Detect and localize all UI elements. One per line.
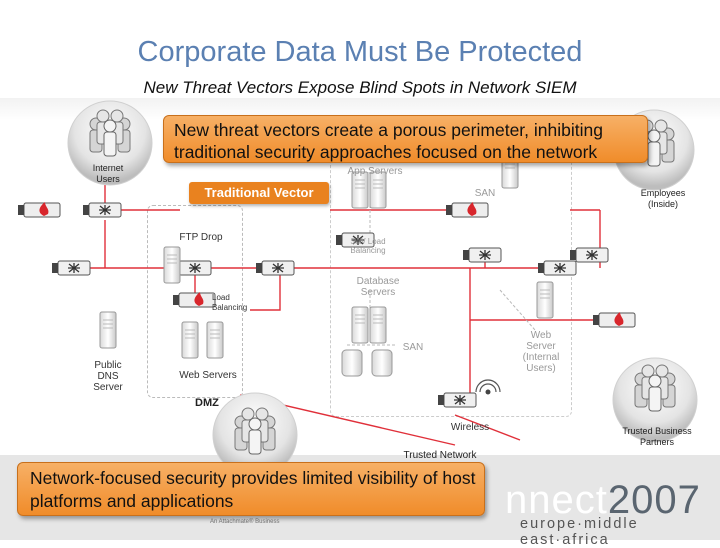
app-servers-label: App Servers [347,166,403,177]
threat-vector-callout: New threat vectors create a porous perim… [163,115,648,163]
web-server-icons [181,321,224,359]
router-icon [82,202,122,218]
san-label-mid: SAN [402,342,424,353]
public-dns-label: Public DNS Server [93,360,123,393]
internet-users-label: Internet Users [92,163,124,184]
san-label-top: SAN [474,188,496,199]
brand-logo: nnect2007 [505,478,701,523]
router-icon [462,247,502,263]
router-icon [569,247,609,263]
firewall-icon [592,311,636,328]
brand-tagline: europe·middle east·africa [520,516,639,548]
web-servers-label: Web Servers [179,370,237,381]
load-balancing-label: Load Balancing [212,293,248,312]
dmz-label: DMZ [195,397,219,409]
router-icon [255,260,295,276]
ftp-server-icon [163,246,181,284]
host-visibility-callout: Network-focused security provides limite… [17,462,485,516]
trusted-partners-label: Trusted Business Partners [622,426,692,447]
web-server-internal-label: Web Server (Internal Users) [522,330,560,374]
public-dns-server-icon [99,311,117,349]
sw-load-balancing-label: S/W Load Balancing [350,237,386,255]
page-title: Corporate Data Must Be Protected [137,36,583,68]
internet-users-icon [67,100,153,186]
traditional-vector-label: Traditional Vector [189,182,329,204]
trusted-network-label: Trusted Network [403,450,477,461]
perimeter-firewall-icon [17,201,61,218]
wireless-label: Wireless [450,422,490,433]
wireless-access-point-icon [437,379,501,408]
load-balancer-icon [172,291,216,308]
database-servers-label: Database Servers [356,276,400,298]
header-band [0,98,720,120]
san-storage-icons [341,349,393,377]
ftp-zone-box [147,205,243,398]
router-icon [51,260,91,276]
router-icon [537,260,577,276]
ftp-drop-label: FTP Drop [179,232,223,243]
firewall-icon [445,201,489,218]
brand-small-print: An Attachmate® Business [210,519,280,525]
page-subtitle: New Threat Vectors Expose Blind Spots in… [143,78,577,97]
employees-label: Employees (Inside) [640,188,686,209]
brand-year: 2007 [607,478,701,522]
trusted-partners-icon [612,357,698,443]
brand-text: nnect [505,478,608,522]
